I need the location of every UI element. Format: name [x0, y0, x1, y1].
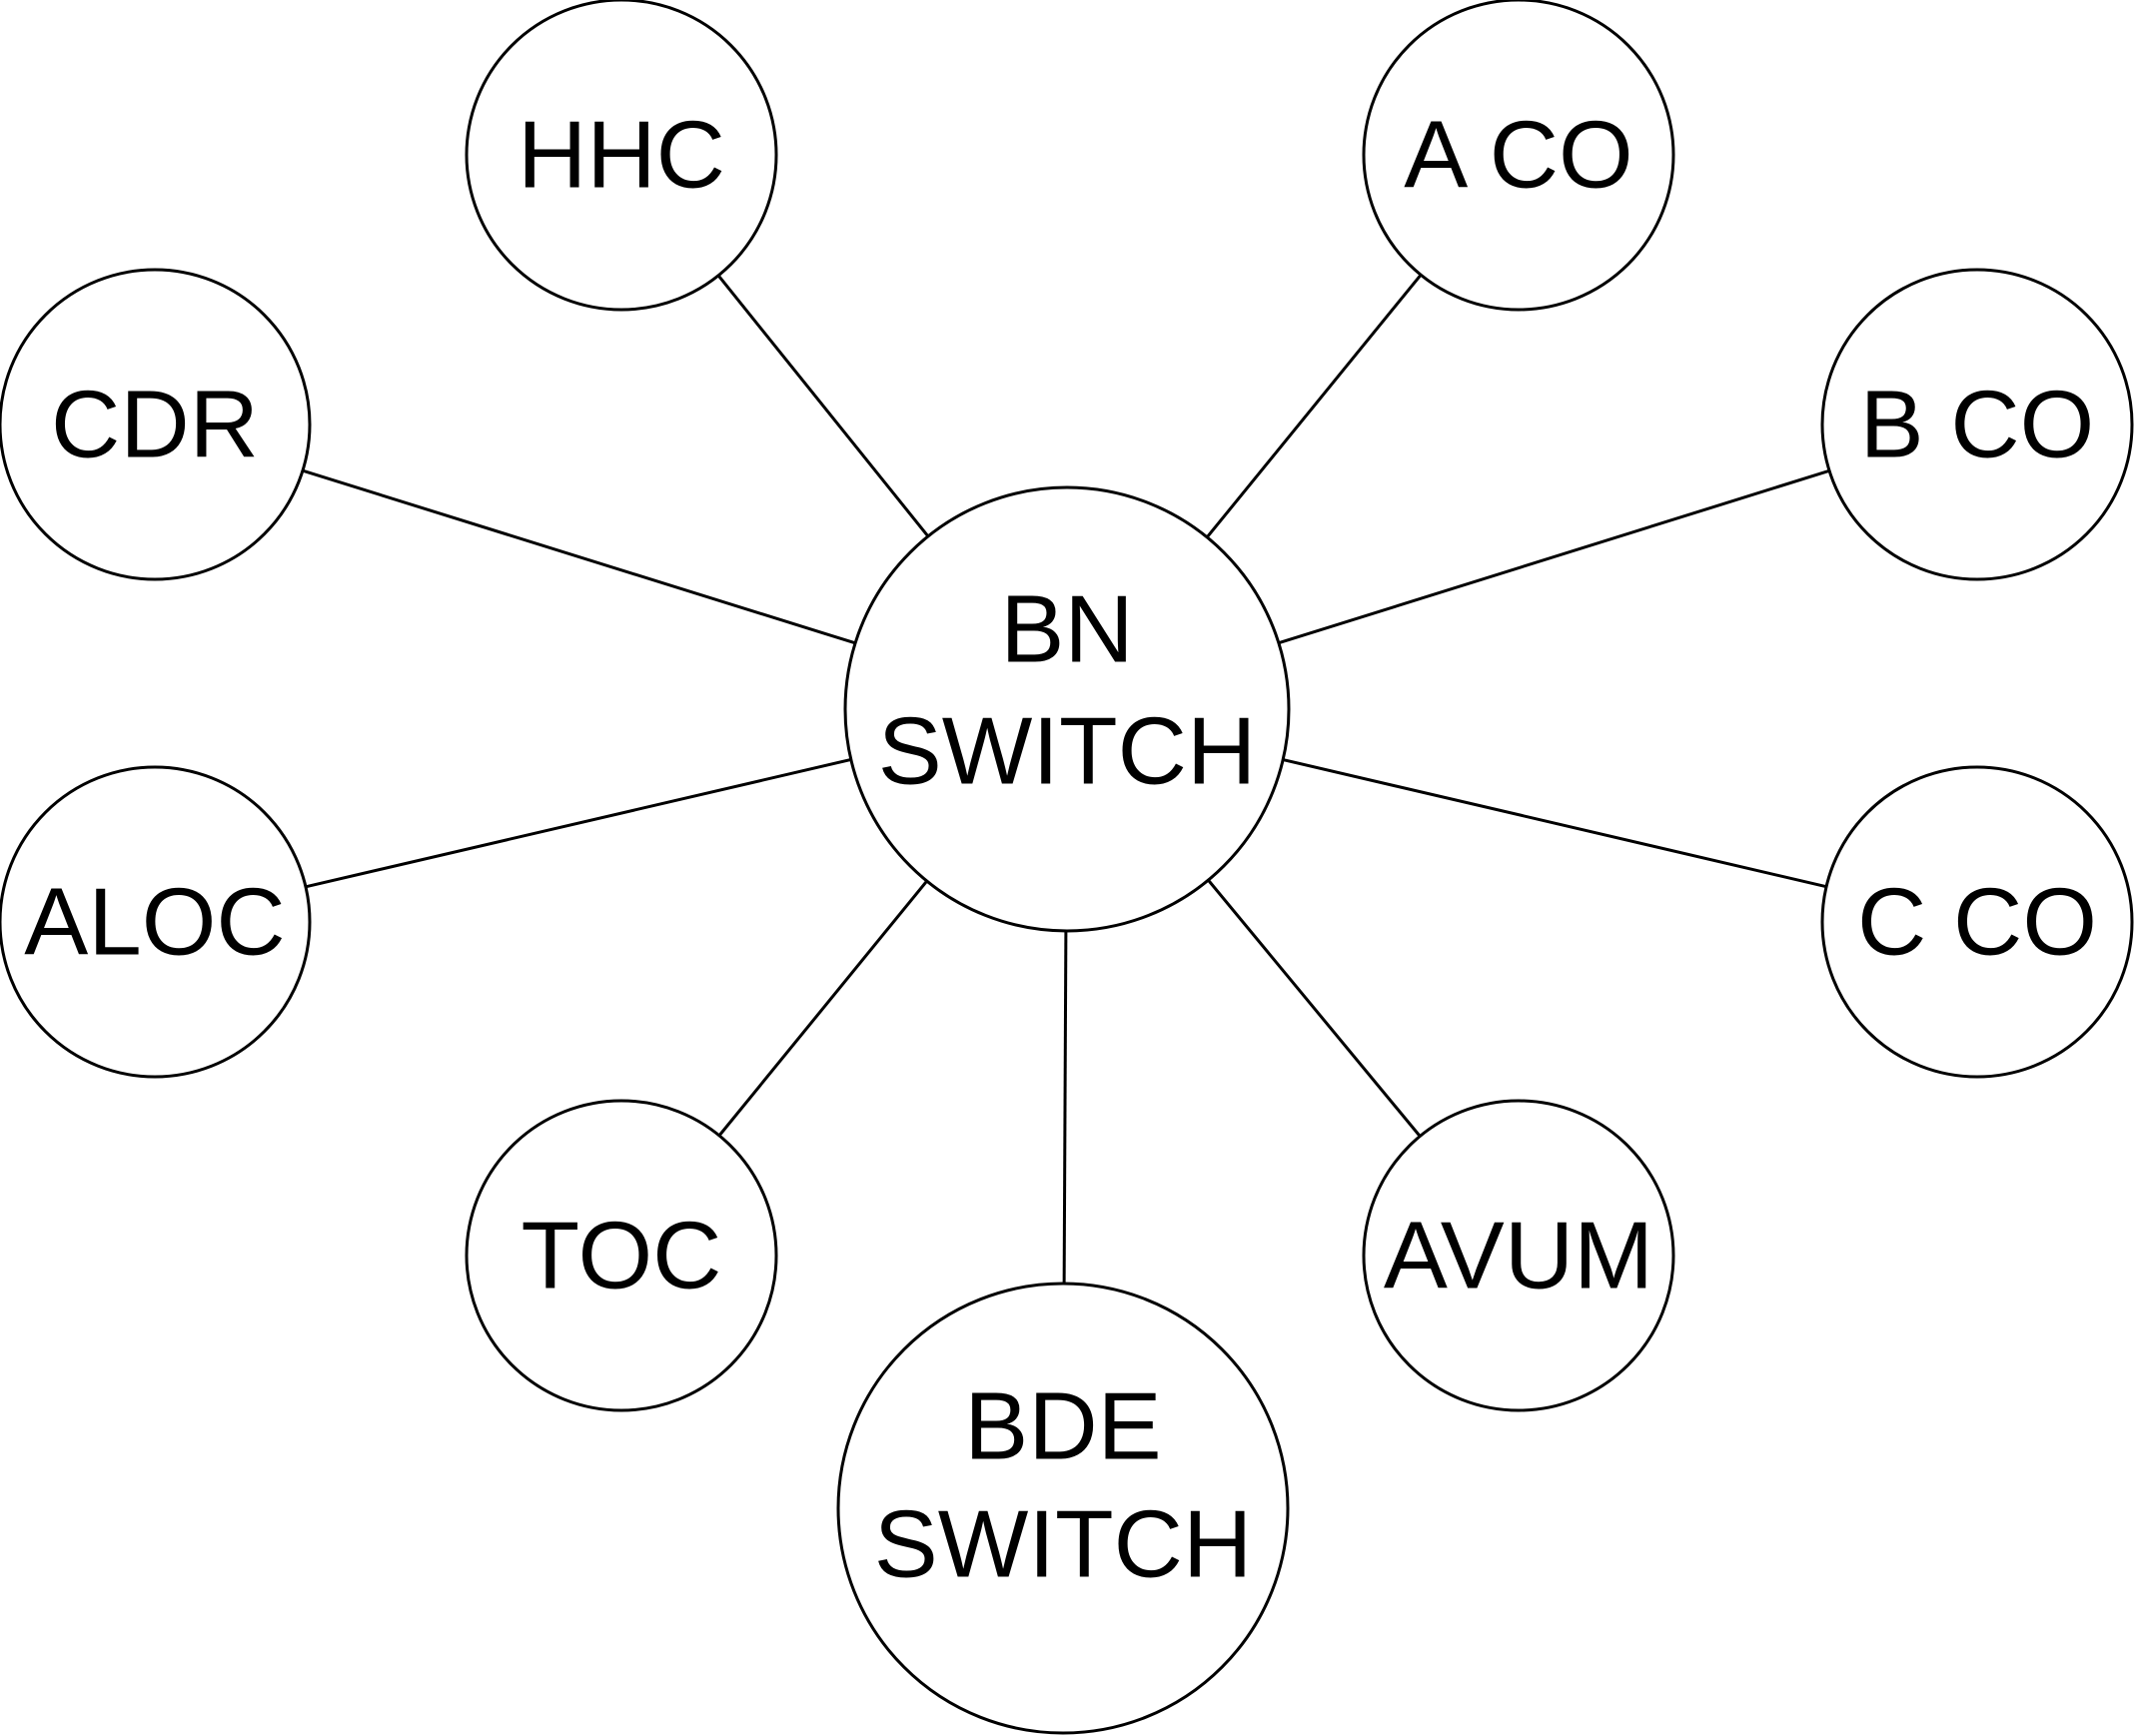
node-aloc-circle	[0, 765, 312, 1079]
connection-hub-toc	[717, 880, 928, 1137]
connection-hub-avum	[1207, 879, 1422, 1138]
node-bde-switch-label-line1: BDE	[964, 1373, 1161, 1480]
node-hub-circle	[843, 485, 1291, 933]
connection-hub-c-co	[1282, 758, 1827, 889]
node-b-co: B CO	[1820, 268, 2134, 581]
node-aloc: ALOC	[0, 765, 312, 1079]
node-a-co: A CO	[1362, 0, 1675, 312]
node-bde-switch-label-line2: SWITCH	[874, 1491, 1253, 1598]
connection-hub-hhc	[716, 274, 930, 537]
node-avum-circle	[1362, 1099, 1675, 1412]
connection-hub-a-co	[1206, 274, 1423, 538]
node-toc-label: TOC	[522, 1203, 722, 1309]
node-hub-label-line2: SWITCH	[878, 698, 1257, 805]
node-a-co-label: A CO	[1404, 102, 1632, 209]
node-c-co: C CO	[1820, 765, 2134, 1079]
node-hub-label-line1: BN	[1000, 576, 1133, 683]
node-a-co-circle	[1362, 0, 1675, 312]
node-cdr-label: CDR	[51, 372, 259, 478]
node-hhc-circle	[465, 0, 778, 312]
node-b-co-circle	[1820, 268, 2134, 581]
node-avum-label: AVUM	[1384, 1203, 1653, 1309]
node-c-co-circle	[1820, 765, 2134, 1079]
connection-hub-bde-switch	[1062, 930, 1068, 1285]
node-cdr: CDR	[0, 268, 312, 581]
node-toc: TOC	[465, 1099, 778, 1412]
node-c-co-label: C CO	[1857, 869, 2097, 976]
node-b-co-label: B CO	[1860, 372, 2095, 478]
connection-hub-b-co	[1278, 468, 1830, 645]
node-bde-switch-circle	[836, 1282, 1290, 1735]
node-bde-switch: BDE SWITCH	[836, 1282, 1290, 1735]
node-cdr-circle	[0, 268, 312, 581]
node-aloc-label: ALOC	[24, 869, 285, 976]
node-toc-circle	[465, 1099, 778, 1412]
connection-hub-cdr	[302, 468, 856, 645]
node-hub: BN SWITCH	[843, 485, 1291, 933]
node-hhc: HHC	[465, 0, 778, 312]
connection-lines	[302, 274, 1830, 1285]
connection-hub-aloc	[305, 757, 852, 889]
node-avum: AVUM	[1362, 1099, 1675, 1412]
node-hhc-label: HHC	[518, 102, 725, 209]
